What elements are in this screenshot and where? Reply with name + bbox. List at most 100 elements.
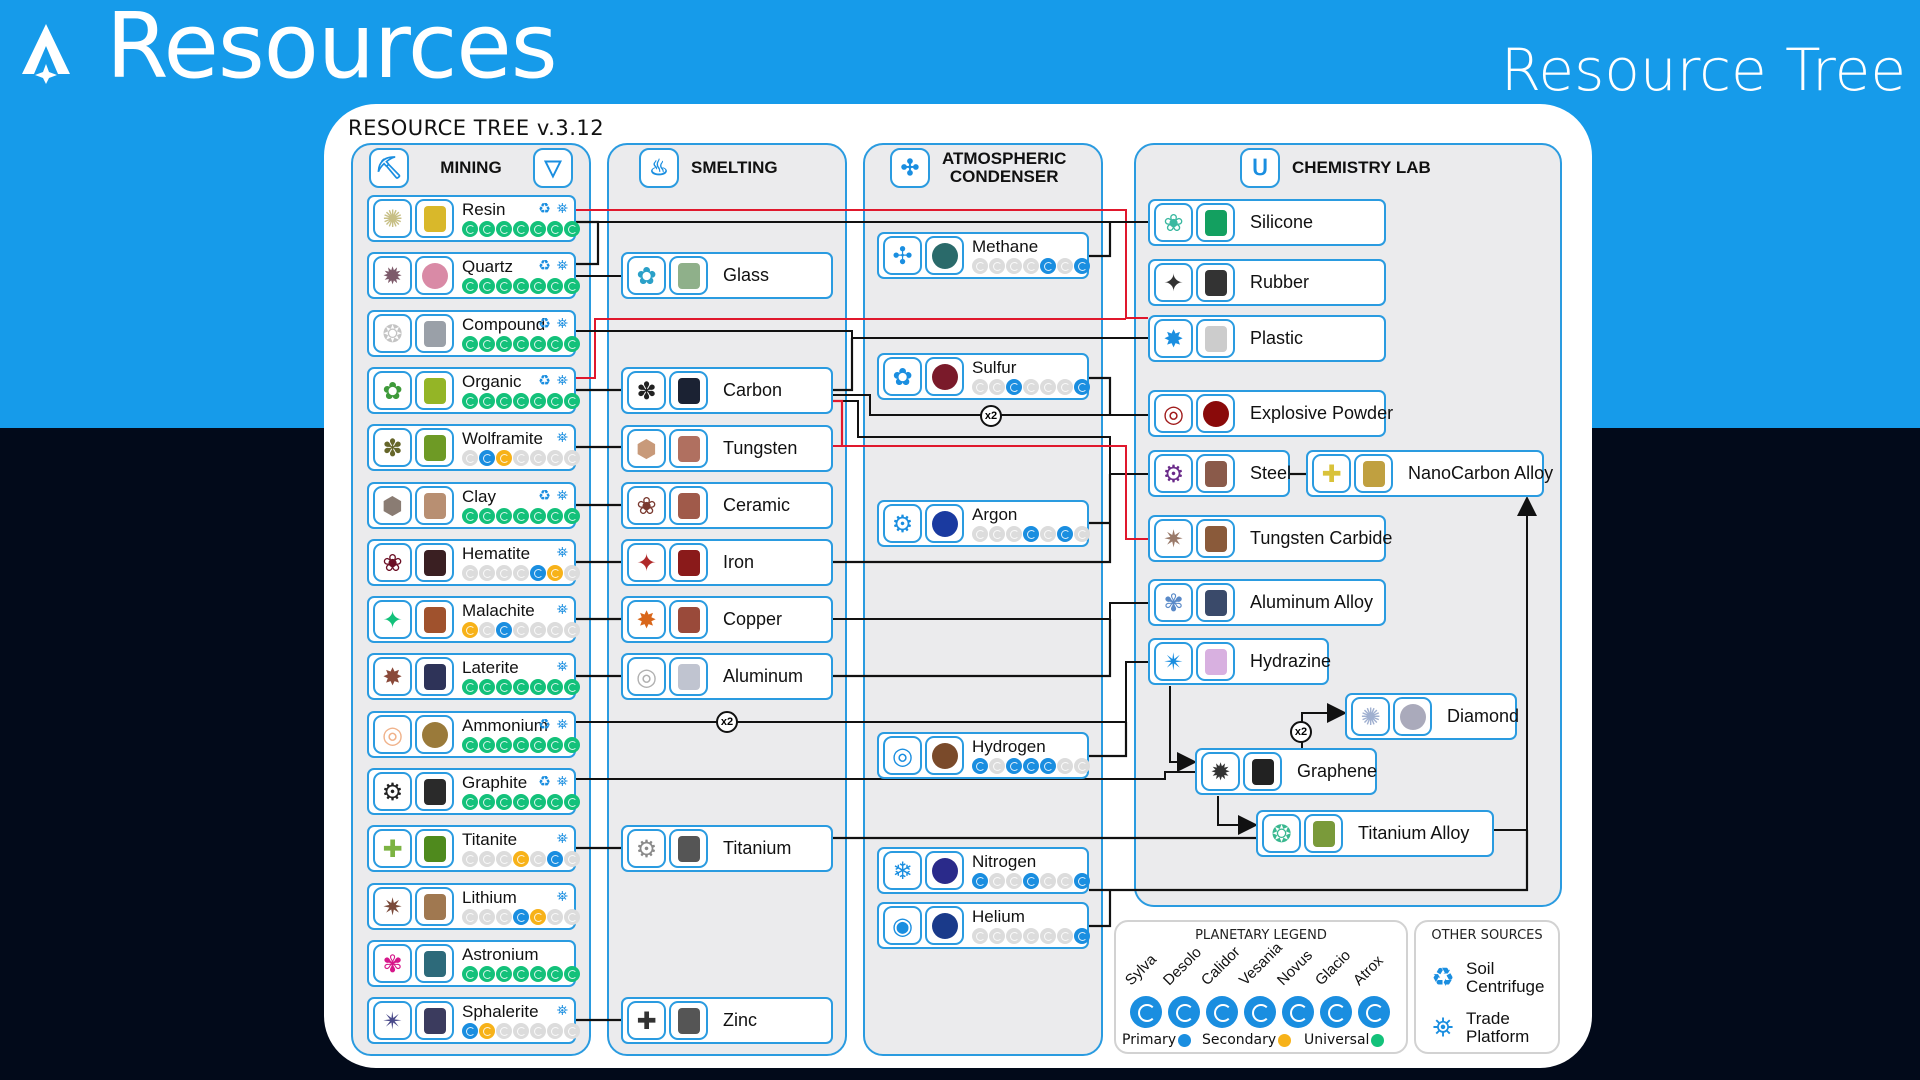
multiplier-badge: x2 (1290, 721, 1312, 743)
resource-node-diamond[interactable]: ✺Diamond (1345, 693, 1519, 740)
resource-node-hydrazine[interactable]: ✴Hydrazine (1148, 638, 1331, 685)
symbol-glyph: ✿ (892, 362, 913, 391)
resource-node-aluminum-alloy[interactable]: ✾Aluminum Alloy (1148, 579, 1386, 626)
resource-node-carbon[interactable]: ✽Carbon (621, 367, 833, 414)
resource-node-silicone[interactable]: ❀Silicone (1148, 199, 1386, 246)
material-swatch (1202, 400, 1229, 427)
resource-material-icon (415, 715, 454, 754)
resource-node-ammonium[interactable]: ◎Ammonium♻⛯ (367, 711, 580, 758)
resource-node-tungsten-carbide[interactable]: ✷Tungsten Carbide (1148, 515, 1392, 562)
resource-node-sulfur[interactable]: ✿Sulfur (877, 353, 1090, 400)
multiplier-badge: x2 (980, 405, 1002, 427)
planet-sylva-icon (462, 336, 478, 352)
resource-node-glass[interactable]: ✿Glass (621, 252, 833, 299)
resource-node-compound[interactable]: ❂Compound♻⛯ (367, 310, 580, 357)
resource-label: Quartz (462, 257, 514, 276)
material-swatch (423, 492, 446, 519)
planet-atrox-icon (1074, 928, 1090, 944)
planet-vesania-icon (513, 336, 529, 352)
resource-material-icon (925, 236, 964, 275)
resource-node-laterite[interactable]: ✸Laterite⛯ (367, 653, 580, 700)
resource-node-wolframite[interactable]: ✽Wolframite⛯ (367, 424, 580, 471)
planet-vesania-icon (1023, 258, 1039, 274)
resource-node-argon[interactable]: ⚙Argon (877, 500, 1090, 547)
resource-label: Helium (972, 907, 1025, 926)
resource-node-titanium[interactable]: ⚙Titanium (621, 825, 833, 872)
planet-calidor-icon (496, 737, 512, 753)
resource-node-clay[interactable]: ⬢Clay♻⛯ (367, 482, 580, 529)
planet-desolo-icon (479, 737, 495, 753)
resource-label: Titanium (723, 838, 792, 858)
resource-node-iron[interactable]: ✦Iron (621, 539, 833, 586)
resource-node-hydrogen[interactable]: ◎Hydrogen (877, 732, 1090, 779)
astroneer-logo-icon (22, 24, 70, 84)
resource-node-sphalerite[interactable]: ✴Sphalerite⛯ (367, 997, 580, 1044)
resource-symbol-icon: ❀ (627, 486, 666, 525)
planet-atrox-icon (564, 966, 580, 982)
resource-node-ceramic[interactable]: ❀Ceramic (621, 482, 833, 529)
planet-novus-icon (530, 679, 546, 695)
resource-node-nitrogen[interactable]: ❄Nitrogen (877, 847, 1090, 894)
resource-material-icon (415, 772, 454, 811)
resource-symbol-icon: ✸ (1154, 319, 1193, 358)
resource-node-quartz[interactable]: ✹Quartz♻⛯ (367, 252, 580, 299)
resource-node-graphite[interactable]: ⚙Graphite♻⛯ (367, 768, 580, 815)
symbol-glyph: ✴ (382, 1006, 403, 1035)
planet-calidor-icon (496, 1023, 512, 1039)
planet-atrox-icon (564, 393, 580, 409)
planet-calidor-icon (496, 393, 512, 409)
resource-node-helium[interactable]: ◉ Helium (877, 902, 1090, 949)
resource-node-aluminum[interactable]: ◎Aluminum (621, 653, 833, 700)
resource-node-zinc[interactable]: ✚Zinc (621, 997, 833, 1044)
planet-glacio-icon (547, 966, 563, 982)
planet-calidor-icon (1006, 258, 1022, 274)
resource-node-hematite[interactable]: ❀Hematite⛯ (367, 539, 580, 586)
resource-node-titanite[interactable]: ✚Titanite⛯ (367, 825, 580, 872)
resource-node-steel[interactable]: ⚙Steel (1148, 450, 1291, 497)
resource-material-icon (1354, 454, 1393, 493)
resource-node-copper[interactable]: ✸Copper (621, 596, 833, 643)
resource-material-icon (415, 657, 454, 696)
atmospheric-label-line1: ATMOSPHERIC (942, 149, 1067, 169)
resource-material-icon (415, 543, 454, 582)
planet-glacio-icon (1057, 873, 1073, 889)
resource-material-icon (415, 600, 454, 639)
backhoe-icon: ⛏ (369, 148, 409, 188)
resource-material-icon (669, 543, 708, 582)
resource-node-graphene[interactable]: ✹Graphene (1195, 748, 1377, 795)
resource-symbol-icon: ✺ (1351, 697, 1390, 736)
resource-symbol-icon: ◉ (883, 906, 922, 945)
resource-info: Hydrogen (972, 737, 1090, 774)
planet-glacio-icon (1057, 258, 1073, 274)
resource-node-tungsten[interactable]: ⬢Tungsten (621, 425, 833, 472)
resource-node-malachite[interactable]: ✦Malachite⛯ (367, 596, 580, 643)
resource-node-lithium[interactable]: ✷Lithium⛯ (367, 883, 580, 930)
resource-label: Ammonium (462, 716, 548, 735)
chemistry-label: CHEMISTRY LAB (1292, 158, 1431, 178)
resource-node-resin[interactable]: ✺Resin♻⛯ (367, 195, 580, 242)
resource-info: Methane (972, 237, 1090, 274)
resource-node-plastic[interactable]: ✸Plastic (1148, 315, 1386, 362)
planet-calidor-icon (496, 565, 512, 581)
resource-symbol-icon: ✺ (373, 199, 412, 238)
condenser-icon: ✣ (890, 148, 930, 188)
resource-node-rubber[interactable]: ✦Rubber (1148, 259, 1386, 306)
source-icons: ♻⛯ (538, 774, 568, 790)
resource-node-titanium-alloy[interactable]: ❂Titanium Alloy (1256, 810, 1494, 857)
planet-atrox-icon (1074, 379, 1090, 395)
resource-node-astronium[interactable]: ✾Astronium (367, 940, 580, 987)
symbol-glyph: ⚙ (381, 777, 404, 806)
resource-node-methane[interactable]: ✣Methane (877, 232, 1090, 279)
resource-node-nanocarbon-alloy[interactable]: ✚NanoCarbon Alloy (1306, 450, 1553, 497)
resource-node-explosive-powder[interactable]: ◎Explosive Powder (1148, 390, 1393, 437)
symbol-glyph: ✦ (382, 605, 403, 634)
resource-node-organic[interactable]: ✿Organic♻⛯ (367, 367, 580, 414)
planet-availability (462, 450, 580, 466)
planet-novus-icon (530, 336, 546, 352)
planet-sylva-icon (462, 966, 478, 982)
planet-calidor-icon (496, 622, 512, 638)
planet-availability (462, 393, 580, 409)
resource-label: Lithium (462, 888, 517, 907)
planet-calidor-icon (496, 909, 512, 925)
